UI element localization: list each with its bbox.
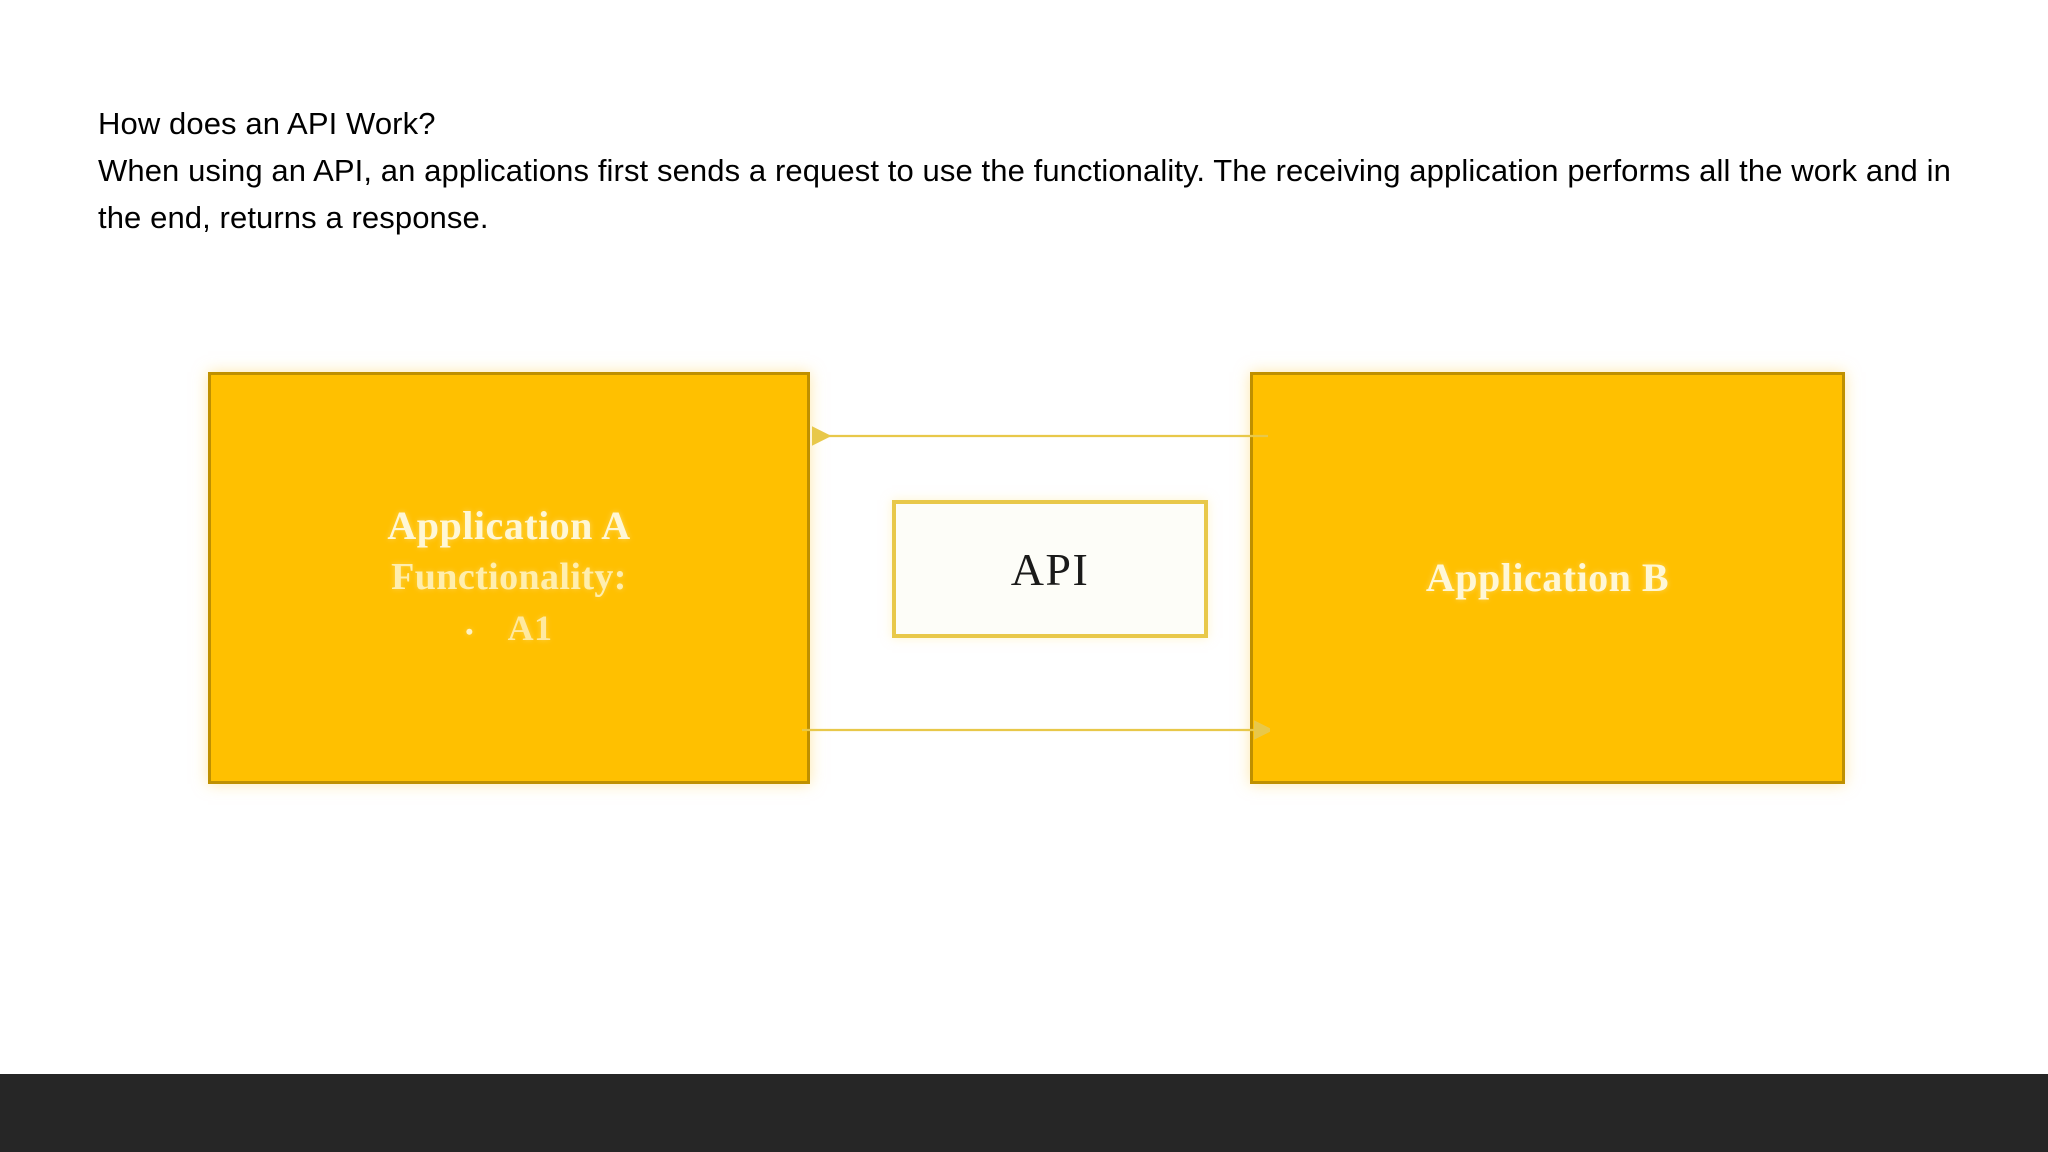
- application-b-box: Application B: [1250, 372, 1845, 784]
- api-label: API: [1010, 543, 1090, 595]
- page-title: How does an API Work?: [98, 106, 436, 141]
- footer-bar: [0, 1074, 2048, 1152]
- response-arrow-left: [811, 426, 1268, 446]
- api-box: API: [892, 500, 1208, 638]
- application-b-title: Application B: [1425, 555, 1670, 600]
- api-flow-diagram: Application A Functionality: A1 Applicat…: [0, 0, 2048, 1080]
- body-paragraph: When using an API, an applications first…: [98, 153, 1960, 235]
- application-a-bullet-list: A1: [466, 604, 553, 656]
- application-a-title: Application A: [387, 503, 631, 549]
- slide-text-block: How does an API Work? When using an API,…: [98, 100, 1978, 241]
- request-arrow-right: [802, 720, 1270, 740]
- application-a-box: Application A Functionality: A1: [208, 372, 810, 784]
- application-a-subtitle: Functionality:: [391, 556, 627, 599]
- application-a-bullet-a1: A1: [466, 604, 553, 656]
